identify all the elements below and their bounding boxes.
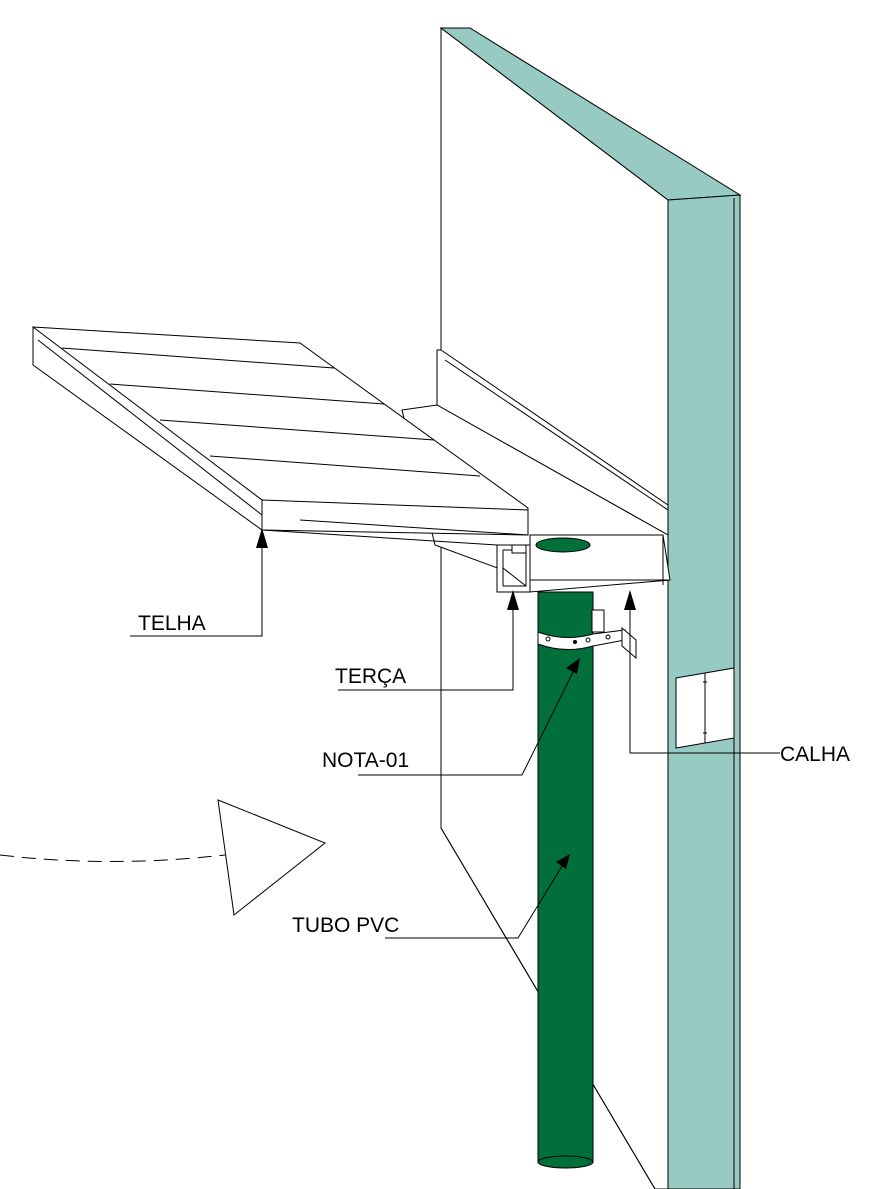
- leader-telha: [130, 530, 263, 637]
- arrow-telha: [256, 528, 268, 548]
- leader-tubo: [385, 857, 568, 939]
- gutter-back-flashing: [436, 349, 669, 536]
- arrow-terca: [507, 590, 519, 610]
- wall-box: [675, 667, 735, 749]
- label-telha: TELHA: [138, 612, 206, 635]
- arrow-calha: [624, 590, 636, 610]
- roof-tile: [32, 325, 529, 546]
- pvc-pipe: [537, 591, 594, 1169]
- leader-nota: [358, 661, 579, 776]
- label-tubo-pvc: TUBO PVC: [292, 914, 399, 937]
- pipe-clamp: [537, 609, 637, 660]
- clamp-bracket: [621, 626, 637, 660]
- leader-terca: [338, 592, 514, 691]
- purlin: [496, 544, 531, 593]
- pvc-pipe-bottom: [537, 1155, 594, 1169]
- pvc-pipe-body: [537, 591, 594, 1163]
- label-nota: NOTA-01: [322, 749, 409, 772]
- arrow-nota: [566, 658, 580, 674]
- view-rotation-indicator: [0, 799, 326, 916]
- leader-calha: [629, 592, 780, 754]
- arrow-tubo: [556, 854, 570, 869]
- label-calha: CALHA: [780, 743, 850, 766]
- gutter: [401, 349, 671, 593]
- gutter-outlet: [535, 537, 591, 553]
- leaders: [130, 528, 780, 939]
- rotation-arrow-icon: [217, 799, 326, 916]
- label-terca: TERÇA: [335, 665, 406, 688]
